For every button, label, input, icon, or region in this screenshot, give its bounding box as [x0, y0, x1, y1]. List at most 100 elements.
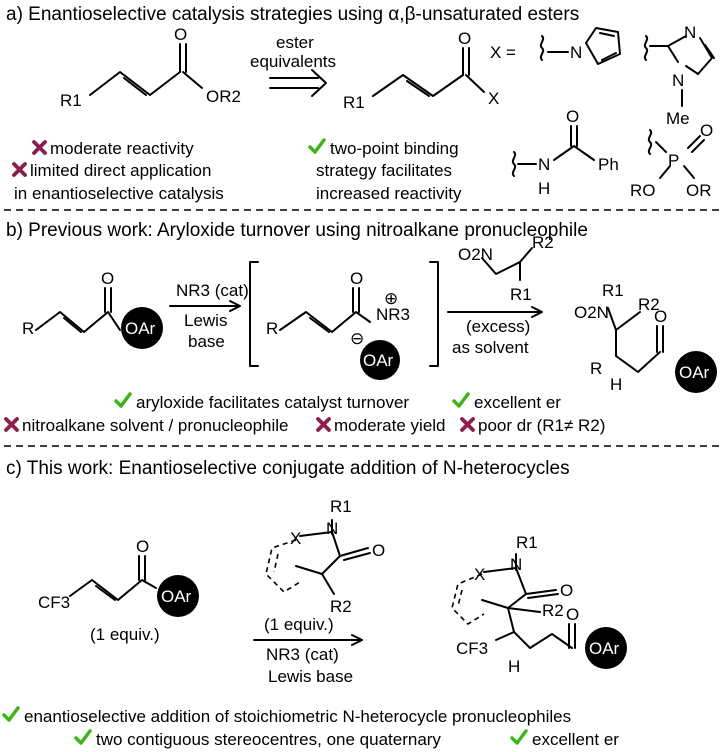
equiv-x: X	[488, 89, 499, 108]
panel-b-heading: b) Previous work: Aryloxide turnover usi…	[6, 220, 588, 241]
b-nuc-r1: R1	[510, 285, 532, 304]
oar-circle	[675, 351, 717, 393]
c-nuc-r1: R1	[330, 497, 352, 516]
a-con-1: moderate reactivity	[50, 139, 194, 158]
cross-icon	[12, 162, 27, 177]
check-icon	[452, 392, 470, 408]
b-con-3: poor dr (R1≠ R2)	[478, 416, 605, 435]
arrow-label-1: ester	[276, 33, 314, 52]
equiv-o: O	[458, 29, 471, 48]
c-product	[451, 553, 576, 649]
b-arrow-1-head	[229, 300, 241, 312]
c-nuc-n: N	[326, 519, 338, 538]
bracket-right	[429, 261, 439, 367]
c-pro-1: enantioselective addition of stoichiomet…	[24, 707, 571, 726]
b-prod-oar: OAr	[679, 363, 710, 382]
c-pro-2: two contiguous stereocentres, one quater…	[96, 730, 441, 749]
cross-icon	[316, 417, 331, 432]
b-int-nr3: NR3	[376, 305, 410, 324]
b-nuc-o2n: O2N	[458, 245, 493, 264]
c-nuc-equiv: (1 equiv.)	[264, 615, 334, 634]
panel-a-heading: a) Enantioselective catalysis strategies…	[6, 4, 579, 25]
equivalent-structure	[372, 47, 485, 97]
b-sub-o: O	[101, 269, 114, 288]
c-arrow-head	[351, 634, 363, 646]
b-int-r: R	[266, 319, 278, 338]
c-prod-n: N	[510, 555, 522, 574]
c-nuc-x: X	[290, 529, 301, 548]
equiv-r1: R1	[343, 93, 365, 112]
amide-structure	[511, 125, 595, 177]
b-prod-r2: R2	[638, 295, 660, 314]
phos-o: O	[700, 121, 713, 140]
cross-icon	[460, 417, 475, 432]
oar-circle	[157, 575, 199, 617]
b-intermediate	[279, 287, 371, 333]
b-int-o: O	[350, 269, 363, 288]
b-int-oar: OAr	[363, 351, 394, 370]
b-cat-2: Lewis	[184, 311, 227, 330]
cross-icon	[4, 417, 19, 432]
b-cond-1: (excess)	[466, 317, 530, 336]
b-nucleophile	[481, 247, 533, 281]
c-cat-2: Lewis base	[268, 667, 353, 686]
imidazole-structure	[643, 35, 715, 107]
c-prod-r1: R1	[516, 533, 538, 552]
oar-circle	[121, 307, 163, 349]
bracket-left	[249, 261, 259, 367]
c-sub-equiv: (1 equiv.)	[90, 625, 160, 644]
c-prod-x: X	[474, 565, 485, 584]
b-cat-3: base	[188, 332, 225, 351]
cross-icon	[32, 140, 47, 155]
c-prod-o1: O	[560, 581, 573, 600]
c-substrate	[69, 555, 157, 601]
a-con-2: limited direct application	[30, 161, 211, 180]
c-nuc-o: O	[372, 541, 385, 560]
c-nuc-r2: R2	[330, 597, 352, 616]
c-prod-r2: R2	[542, 601, 564, 620]
ester-r1: R1	[60, 91, 82, 110]
b-substrate	[35, 287, 121, 333]
arrow-label-2: equivalents	[250, 52, 336, 71]
ester-or2: OR2	[206, 87, 241, 106]
check-icon	[308, 138, 326, 154]
b-prod-o2n: O2N	[574, 303, 609, 322]
phos-ro: RO	[630, 181, 656, 200]
imidazole-me: Me	[666, 109, 690, 128]
b-oar: OAr	[125, 319, 156, 338]
imidazole-n1: N	[684, 23, 696, 42]
c-prod-o2: O	[566, 605, 579, 624]
a-pro-2: strategy facilitates	[316, 161, 452, 180]
b-int-minus: ⊖	[350, 329, 364, 348]
pyrrole-structure	[539, 27, 621, 65]
c-sub-cf3: CF3	[38, 593, 70, 612]
b-prod-h: H	[610, 375, 622, 394]
c-sub-oar: OAr	[161, 587, 192, 606]
b-cond-2: as solvent	[452, 338, 529, 357]
phos-p: P	[668, 151, 679, 170]
x-equals: X =	[490, 43, 516, 62]
b-nuc-r2: R2	[532, 233, 554, 252]
b-prod-r: R	[590, 359, 602, 378]
c-prod-cf3: CF3	[456, 639, 488, 658]
amide-o: O	[566, 107, 579, 126]
b-con-2: moderate yield	[334, 416, 446, 435]
check-icon	[114, 392, 132, 408]
check-icon	[2, 706, 20, 722]
check-icon	[510, 729, 528, 745]
check-icon	[74, 729, 92, 745]
c-pro-3: excellent er	[532, 730, 619, 749]
b-prod-o: O	[654, 307, 667, 326]
oar-circle	[360, 340, 400, 380]
a-con-3: in enantioselective catalysis	[14, 184, 224, 203]
phosphonate-structure	[647, 129, 705, 179]
amide-n: N	[538, 155, 550, 174]
b-arrow-2-head	[531, 306, 543, 318]
b-prod-r1: R1	[602, 281, 624, 300]
amide-ph: Ph	[598, 155, 619, 174]
imidazole-n2: N	[672, 71, 684, 90]
b-pro-2: excellent er	[474, 393, 561, 412]
pyrrole-n: N	[570, 43, 582, 62]
b-cat-1: NR3 (cat)	[176, 281, 249, 300]
